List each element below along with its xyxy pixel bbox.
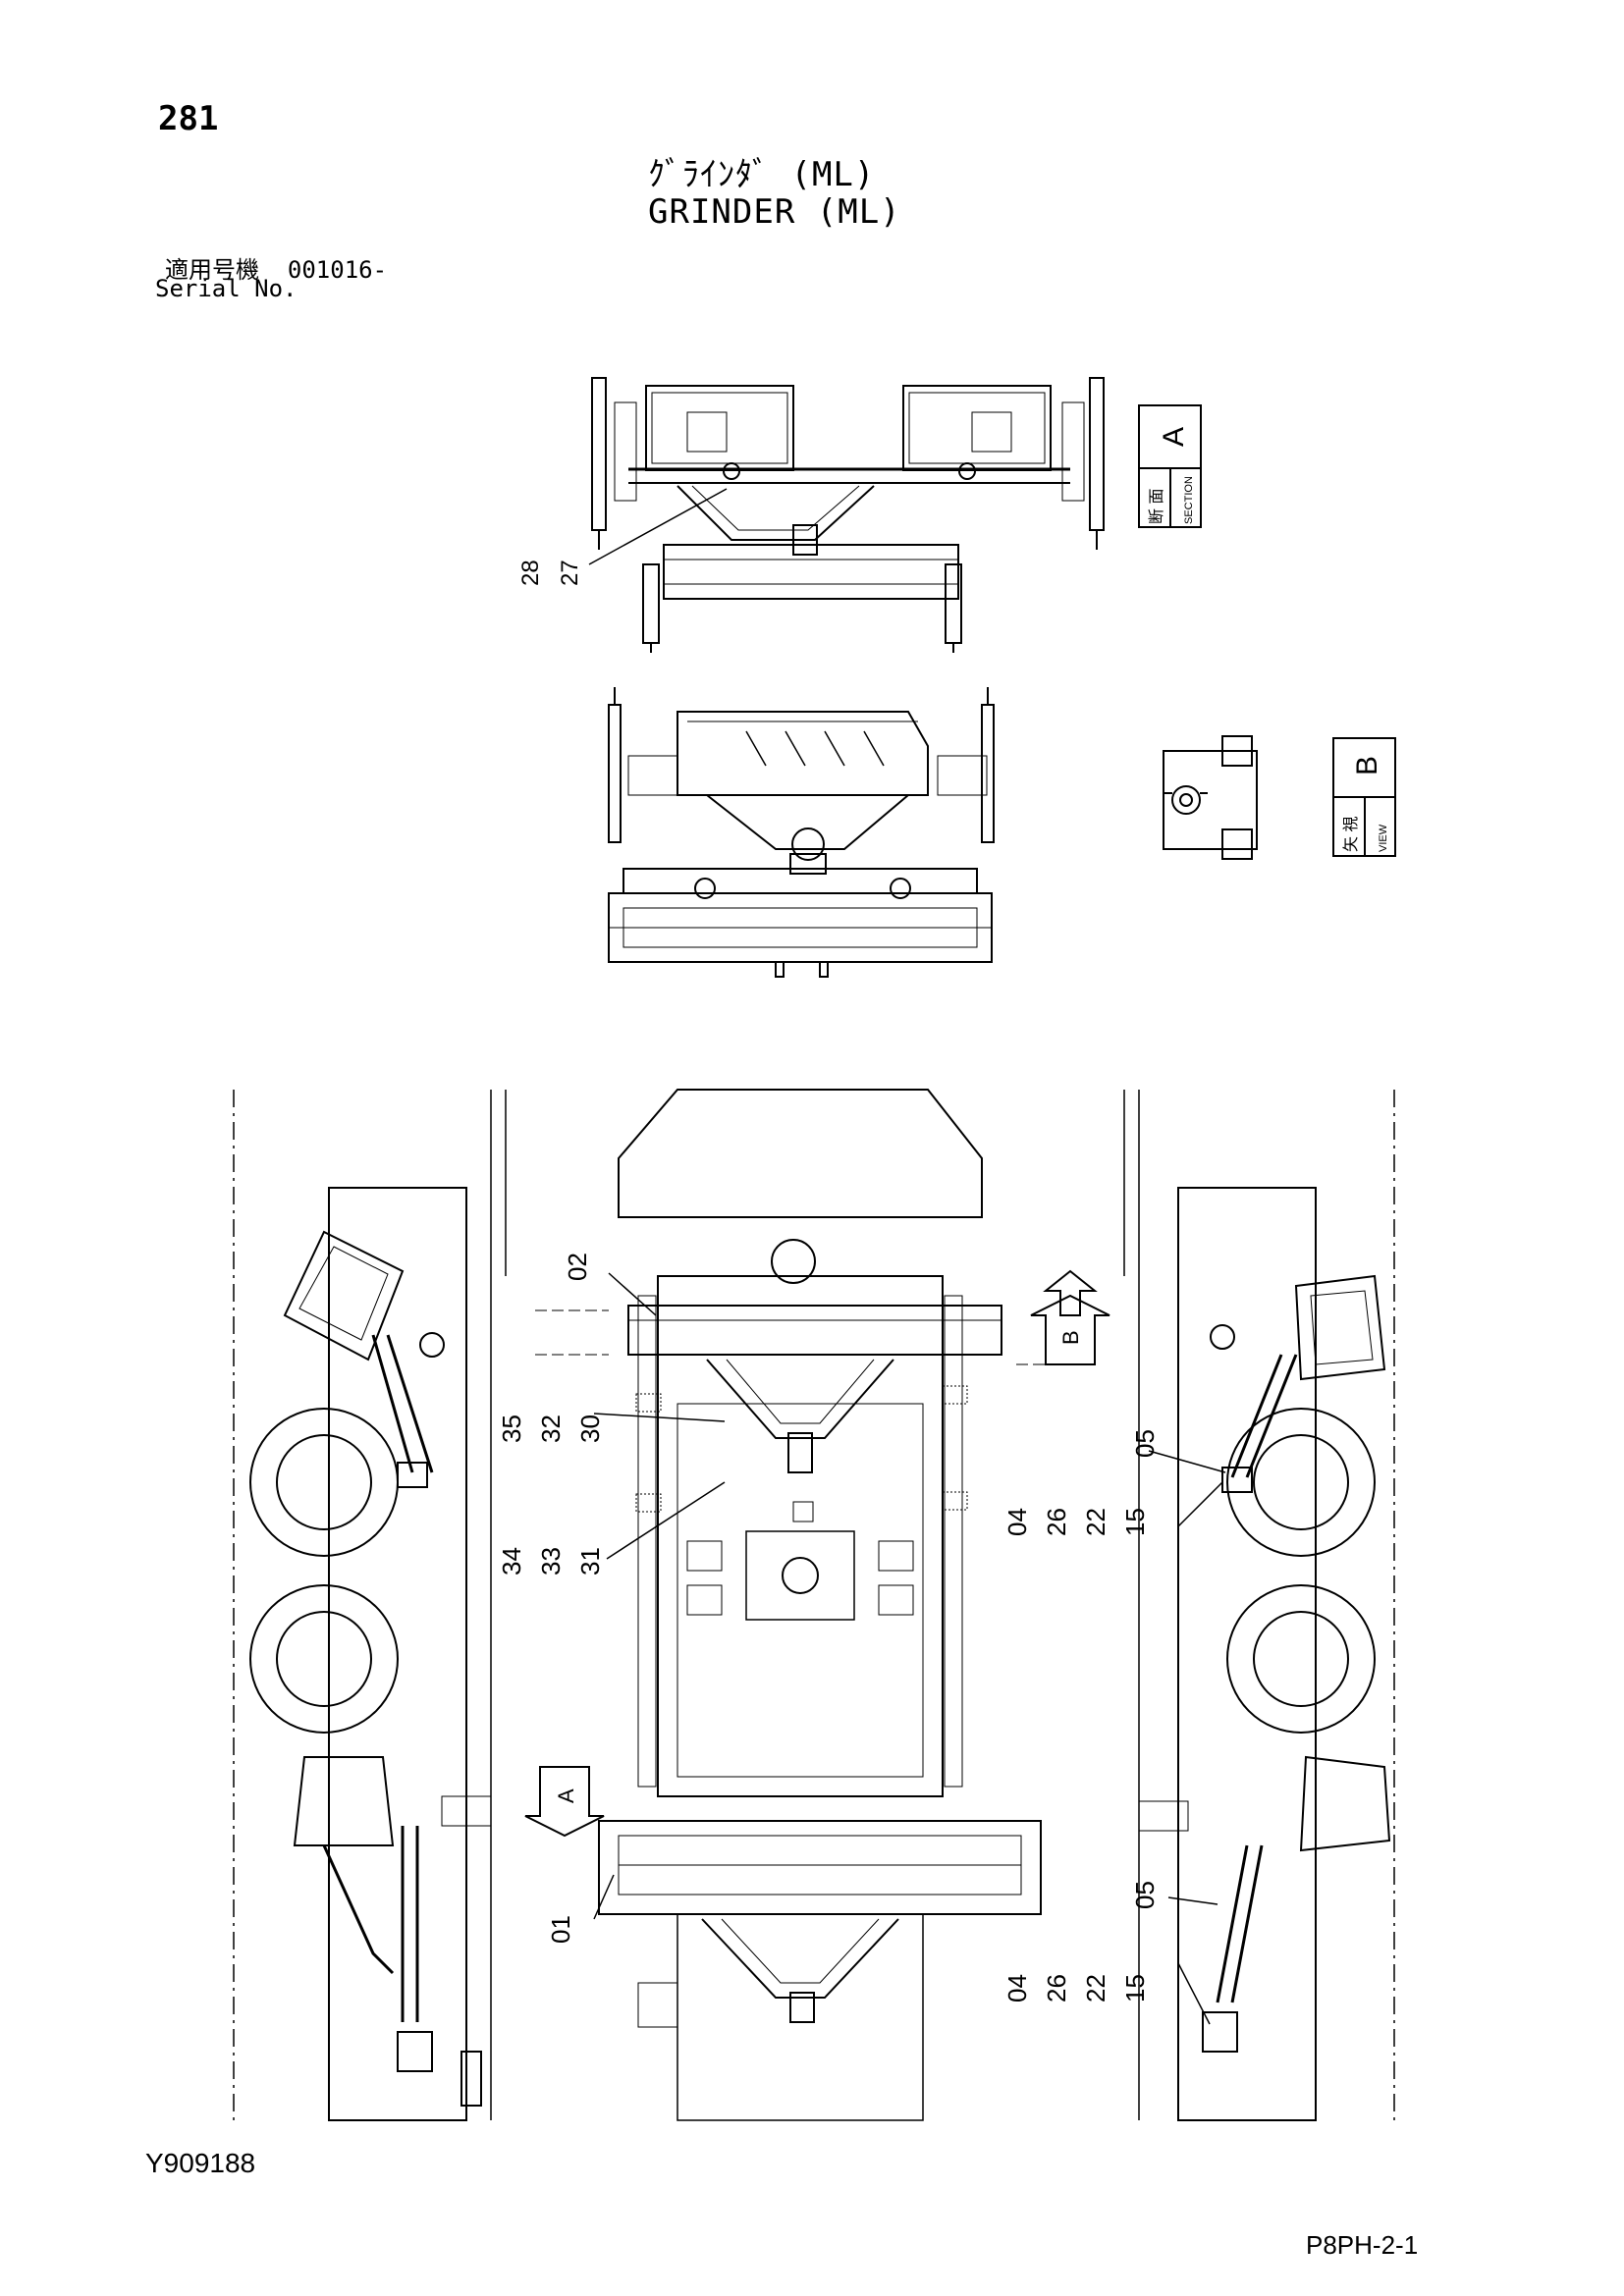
view-letter: B: [1351, 756, 1383, 775]
callout-34: 34: [497, 1547, 526, 1575]
serial-value: 001016-: [287, 256, 388, 284]
callout-22-upper: 22: [1081, 1508, 1110, 1536]
page-code: P8PH-2-1: [1306, 2230, 1419, 2260]
callout-31: 31: [575, 1547, 605, 1575]
callout-15-lower: 15: [1120, 1974, 1150, 2002]
title-english: GRINDER (ML): [648, 192, 901, 232]
section-a-drawing: [588, 377, 1105, 653]
arrow-a-indicator: A: [524, 1766, 605, 1838]
serial-label-japanese: 適用号機 001016-: [165, 250, 387, 285]
view-label-en: VIEW: [1378, 824, 1389, 852]
callout-04-lower: 04: [1002, 1974, 1032, 2002]
page-number: 281: [158, 99, 219, 138]
callout-labels: 02 35 32 30 34 33 31 01 05 04 26 22 15 0…: [497, 1253, 1160, 2002]
view-label-ja: 矢 視: [1342, 817, 1360, 852]
leader-lines: [593, 1272, 1226, 2025]
callout-02: 02: [563, 1253, 592, 1281]
callout-22-lower: 22: [1081, 1974, 1110, 2002]
callout-04-upper: 04: [1002, 1508, 1032, 1536]
callout-30: 30: [575, 1415, 605, 1443]
callout-32: 32: [536, 1415, 566, 1443]
section-label-ja: 断 面: [1148, 489, 1165, 524]
section-label-en: SECTION: [1183, 476, 1195, 524]
callout-26-lower: 26: [1042, 1974, 1071, 2002]
callout-15-upper: 15: [1120, 1508, 1150, 1536]
callout-28: 28: [517, 560, 544, 586]
view-b-drawing: [608, 687, 995, 978]
main-plan-drawing: [233, 1089, 1395, 2121]
callout-05-upper: 05: [1130, 1429, 1160, 1458]
callout-26-upper: 26: [1042, 1508, 1071, 1536]
callout-27: 27: [557, 560, 583, 586]
arrow-b-indicator: B: [1030, 1269, 1110, 1365]
serial-label-english: Serial No.: [155, 275, 298, 302]
view-b-detail: [1163, 735, 1258, 860]
arrow-b-letter: B: [1058, 1330, 1083, 1345]
section-a-label: A 断 面 SECTION: [1138, 404, 1202, 528]
callout-35: 35: [497, 1415, 526, 1443]
view-b-label: B 矢 視 VIEW: [1332, 737, 1396, 857]
callout-33: 33: [536, 1547, 566, 1575]
document-code: Y909188: [145, 2148, 256, 2178]
callout-01: 01: [546, 1915, 575, 1944]
section-letter: A: [1158, 427, 1190, 447]
serial-label-ja-text: 適用号機: [165, 256, 259, 284]
arrow-a-letter: A: [554, 1789, 578, 1803]
title-japanese: ｸﾞﾗｲﾝﾀﾞ (ML): [648, 155, 876, 194]
callout-top-group: 28 27: [517, 560, 583, 586]
callout-05-lower: 05: [1130, 1881, 1160, 1909]
